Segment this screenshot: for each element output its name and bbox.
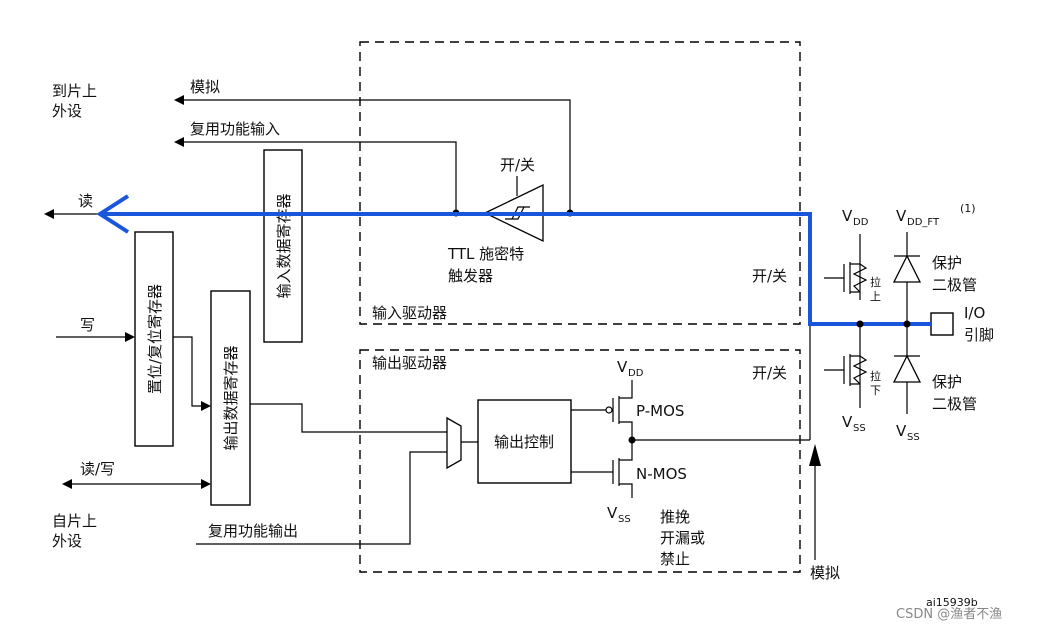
input-data-register xyxy=(263,149,303,343)
label-pmos: P-MOS xyxy=(636,402,684,420)
label-from-onchip-1: 自片上 xyxy=(52,512,97,530)
pull-up-transistor xyxy=(824,234,861,300)
label-to-onchip-2: 外设 xyxy=(52,102,82,120)
label-analog-bottom: 模拟 xyxy=(810,564,840,582)
label-input-driver: 输入驱动器 xyxy=(372,304,447,322)
rw-arrow-right xyxy=(201,479,211,489)
label-pull-up-2: 上 xyxy=(870,290,881,303)
label-ttl-schmitt-1: TTL 施密特 xyxy=(447,245,524,263)
set-reset-register-label: 置位/复位寄存器 xyxy=(146,284,164,394)
nmos-symbol xyxy=(612,440,633,498)
output-data-register xyxy=(210,290,251,506)
pull-down-resistor xyxy=(852,355,868,385)
label-vss-pull: V xyxy=(842,413,853,431)
label-mode-1: 推挽 xyxy=(660,508,690,526)
label-vdd-pull: V xyxy=(842,207,853,225)
output-driver-box xyxy=(359,349,801,573)
output-data-register-label: 输出数据寄存器 xyxy=(222,345,240,450)
label-output-control: 输出控制 xyxy=(494,433,554,451)
label-nmos: N-MOS xyxy=(636,465,687,483)
label-protect-top-1: 保护 xyxy=(932,254,962,272)
input-driver-box xyxy=(359,41,801,325)
figure-id: ai15939b xyxy=(926,596,978,609)
label-vss-diode: V xyxy=(896,422,907,440)
label-vdd-main-sub: DD xyxy=(628,368,644,379)
label-vdd-pull-sub: DD xyxy=(853,217,869,228)
label-pull-down-1: 拉 xyxy=(870,369,881,383)
analog-wire-top xyxy=(182,99,571,212)
set-reset-register xyxy=(134,231,174,447)
label-to-onchip-1: 到片上 xyxy=(52,82,97,100)
label-protect-top-2: 二极管 xyxy=(932,276,977,294)
input-data-register-label: 输入数据寄存器 xyxy=(275,193,293,298)
label-protect-bottom-1: 保护 xyxy=(932,373,962,391)
label-vss-pull-sub: SS xyxy=(853,423,866,434)
sr-to-odr-arrow xyxy=(201,401,211,411)
label-protect-bottom-2: 二极管 xyxy=(932,395,977,413)
label-ttl-schmitt-2: 触发器 xyxy=(448,267,493,285)
alt-input-arrow xyxy=(174,137,184,147)
label-mode-3: 禁止 xyxy=(660,550,690,568)
output-control-box xyxy=(477,399,572,484)
output-mux xyxy=(446,416,462,470)
label-analog-top: 模拟 xyxy=(190,78,220,96)
label-vss-diode-sub: SS xyxy=(907,432,920,443)
analog-arrow-top xyxy=(174,95,184,105)
label-read-write: 读/写 xyxy=(80,460,115,478)
pull-down-transistor xyxy=(824,324,861,408)
label-output-driver: 输出驱动器 xyxy=(372,354,447,372)
junction-pull xyxy=(856,320,864,328)
pull-up-resistor xyxy=(852,263,868,293)
alt-input-wire xyxy=(182,141,457,212)
io-pin-box xyxy=(930,312,954,336)
label-pull-up-1: 拉 xyxy=(870,275,881,289)
label-on-off-trigger: 开/关 xyxy=(500,156,535,174)
junction-diode xyxy=(903,320,911,328)
watermark: CSDN @渔者不渔 xyxy=(896,607,1002,622)
highlighted-read-arrowhead xyxy=(96,194,130,234)
pmos-gate-bubble xyxy=(605,406,613,414)
label-vss-main: V xyxy=(607,504,618,522)
label-from-onchip-2: 外设 xyxy=(52,532,82,550)
label-alt-output: 复用功能输出 xyxy=(208,522,298,540)
odr-to-mux-wire xyxy=(250,403,447,433)
label-vss-main-sub: SS xyxy=(618,514,631,525)
pmos-symbol xyxy=(612,380,633,440)
label-io-pin-2: 引脚 xyxy=(964,326,994,344)
write-arrow xyxy=(125,332,135,342)
highlighted-read-path xyxy=(100,212,931,326)
label-mode-2: 开漏或 xyxy=(660,529,705,547)
alt-output-wire xyxy=(196,451,447,545)
analog-arrow-bottom xyxy=(809,444,821,466)
label-pull-down-2: 下 xyxy=(870,384,881,397)
diode-bottom-symbol xyxy=(892,354,922,383)
label-alt-input: 复用功能输入 xyxy=(190,120,280,138)
label-io-pin-1: I/O xyxy=(964,304,985,322)
sr-to-odr-wire xyxy=(173,336,204,407)
label-vdd-main: V xyxy=(617,358,628,376)
label-on-off-output: 开/关 xyxy=(752,364,787,382)
diode-top-symbol xyxy=(892,254,922,283)
label-vdd-ft-sub: DD_FT xyxy=(907,217,940,228)
label-on-off-input: 开/关 xyxy=(752,267,787,285)
rw-arrow-left xyxy=(62,479,72,489)
label-vdd-ft: V xyxy=(896,207,907,225)
read-arrow xyxy=(44,209,54,219)
label-write: 写 xyxy=(80,316,95,334)
label-read: 读 xyxy=(78,192,93,210)
label-vdd-ft-note: (1) xyxy=(960,202,976,215)
